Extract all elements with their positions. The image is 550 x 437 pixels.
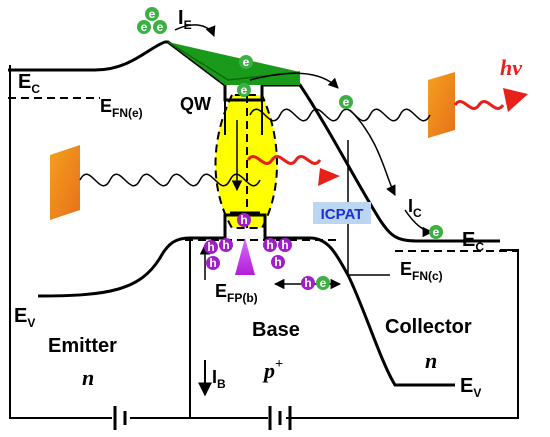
circuit (9, 65, 519, 419)
electron-particle: e (339, 95, 353, 109)
emitter-wire (9, 65, 112, 419)
photon-wave-left (79, 173, 261, 187)
collector-type: n (425, 348, 437, 373)
svg-text:e: e (157, 20, 164, 34)
svg-text:e: e (243, 55, 250, 69)
electron-particle: e (153, 20, 167, 34)
hole-particle: h (219, 238, 233, 252)
svg-text:e: e (141, 20, 148, 34)
ec-right-label: EC (462, 229, 484, 254)
hole-particle: h (206, 256, 220, 270)
efn-c-label: EFN(c) (400, 259, 443, 283)
svg-text:e: e (241, 83, 248, 97)
hole-particle: h (204, 240, 218, 254)
electron-particle: e (316, 276, 330, 290)
hole-particle: h (271, 255, 285, 269)
svg-text:e: e (149, 7, 156, 21)
photon-wave-right (249, 108, 431, 122)
hv-label: hv (500, 55, 522, 80)
ib-label: IB (212, 367, 226, 391)
svg-text:h: h (222, 238, 229, 252)
svg-text:h: h (304, 276, 311, 290)
hole-particle: h (263, 238, 277, 252)
emitter-label: Emitter (48, 335, 117, 357)
electron-particle: e (145, 7, 159, 21)
emitter-barrier-wedge (168, 42, 300, 85)
hole-injection-arrow (235, 238, 255, 275)
svg-text:h: h (207, 240, 214, 254)
ev-right-label: EV (460, 375, 481, 400)
emitter-type: n (82, 365, 94, 390)
svg-text:e: e (320, 276, 327, 290)
efp-b-label: EFP(b) (215, 281, 258, 305)
battery-collector (268, 406, 292, 430)
svg-text:h: h (240, 213, 247, 227)
base-label: Base (252, 319, 300, 341)
ic-label: IC (408, 196, 422, 220)
photon-emission-hv (453, 100, 505, 110)
right-detector-source (428, 72, 455, 138)
efn-e-label: EFN(e) (100, 96, 143, 120)
electron-particle: e (137, 20, 151, 34)
svg-text:e: e (433, 225, 440, 239)
svg-text:h: h (266, 238, 273, 252)
battery-emitter (113, 406, 127, 430)
photon-emission-center (246, 155, 322, 165)
hole-particle: h (278, 238, 292, 252)
svg-text:h: h (281, 238, 288, 252)
svg-text:e: e (343, 95, 350, 109)
hole-particle: h (237, 213, 251, 227)
ec-left-label: EC (18, 71, 40, 96)
electron-particle: e (429, 225, 443, 239)
qw-label: QW (180, 94, 211, 114)
hole-particle: h (301, 276, 315, 290)
icpat-box (313, 202, 371, 224)
icpat-label: ICPAT (321, 206, 364, 223)
base-type: p+ (262, 357, 283, 383)
svg-text:h: h (274, 255, 281, 269)
svg-text:h: h (209, 256, 216, 270)
left-emitter-source (50, 145, 80, 220)
electron-particle: e (237, 83, 251, 97)
collector-label: Collector (385, 316, 472, 338)
ev-left-label: EV (14, 305, 35, 330)
ie-label: IE (178, 7, 192, 32)
conduction-band (8, 40, 500, 243)
electron-particle: e (239, 55, 253, 69)
